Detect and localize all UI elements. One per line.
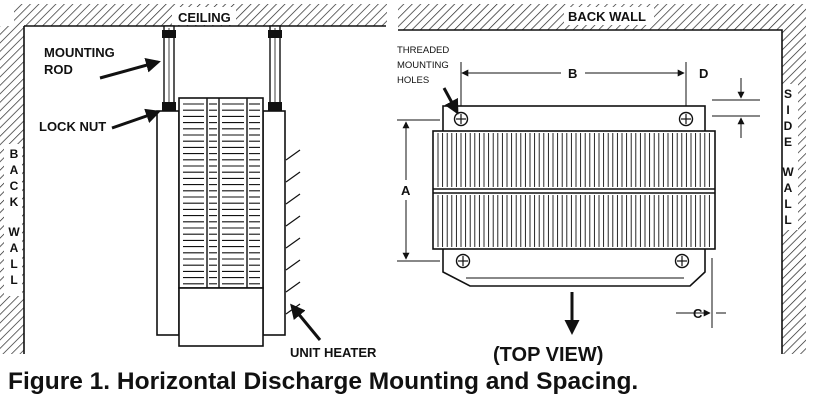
threaded-holes-label-line1: THREADED [397,45,449,56]
back-wall-label: BACK WALL [568,9,646,24]
mounting-hole-2 [678,111,694,127]
wall-letter: K [10,195,19,209]
dimension-a [397,119,440,262]
airflow-tick [285,171,301,183]
heater-side-panel-right [262,110,286,336]
dimension-d-label: D [699,66,708,81]
airflow-tick [285,259,301,271]
wall-letter: I [786,103,789,117]
wall-letter: L [10,273,17,287]
wall-letter: C [10,179,19,193]
heater-fins [437,133,710,247]
mounting-rod-label-line2: ROD [44,62,73,77]
top-view-label: (TOP VIEW) [493,344,603,366]
lock-nut-label: LOCK NUT [39,119,106,134]
dimension-c [676,258,726,328]
lock-nut-right [268,102,282,111]
airflow-tick [285,149,301,161]
top-view: BACK WALL THREADED MOUNTING HOLES B D A … [397,4,806,366]
dimension-b-label: B [568,66,577,81]
wall-letter: L [10,257,17,271]
ceiling-label: CEILING [178,10,231,25]
wall-letter: E [784,135,792,149]
heater-louvers [183,103,260,285]
heater-side-panel-left [156,110,180,336]
threaded-holes-arrow [442,87,459,115]
airflow-tick [285,193,301,205]
threaded-holes-label-line3: HOLES [397,75,429,86]
airflow-tick [285,237,301,249]
wall-letter: W [8,225,20,239]
mounting-rod-label-line1: MOUNTING [44,45,115,60]
airflow-tick [285,215,301,227]
mounting-hole-4 [674,253,690,269]
lock-nut-arrow [111,108,161,130]
unit-heater-label: UNIT HEATER [290,345,377,360]
dimension-b [460,62,687,106]
threaded-holes-label-line2: MOUNTING [397,60,449,71]
heater-bottom-housing [178,287,264,347]
airflow-tick [285,281,301,293]
airflow-marks [285,149,301,315]
wall-letter: A [784,181,793,195]
figure-caption: Figure 1. Horizontal Discharge Mounting … [8,368,639,395]
wall-letter: B [10,147,19,161]
wall-letter: A [10,163,19,177]
lock-nut-left [162,102,176,111]
mounting-plate-top [442,105,706,133]
heater-core [178,97,264,289]
dimension-d [712,78,760,138]
wall-letter: D [784,119,793,133]
dimension-a-label: A [401,183,411,198]
wall-letter: A [10,241,19,255]
mounting-rod-arrow [99,57,161,80]
wall-letter: W [782,165,794,179]
dimension-c-label: C [693,306,703,321]
mounting-plate-bottom [442,247,706,287]
wall-letter: L [784,197,791,211]
mounting-hole-3 [455,253,471,269]
unit-heater-arrow [290,303,322,341]
side-view: CEILING MOUNTING ROD LOCK NUT UNIT HEATE… [0,4,387,360]
wall-letter: L [784,213,791,227]
mounting-hole-1 [453,111,469,127]
wall-letter: S [784,87,792,101]
